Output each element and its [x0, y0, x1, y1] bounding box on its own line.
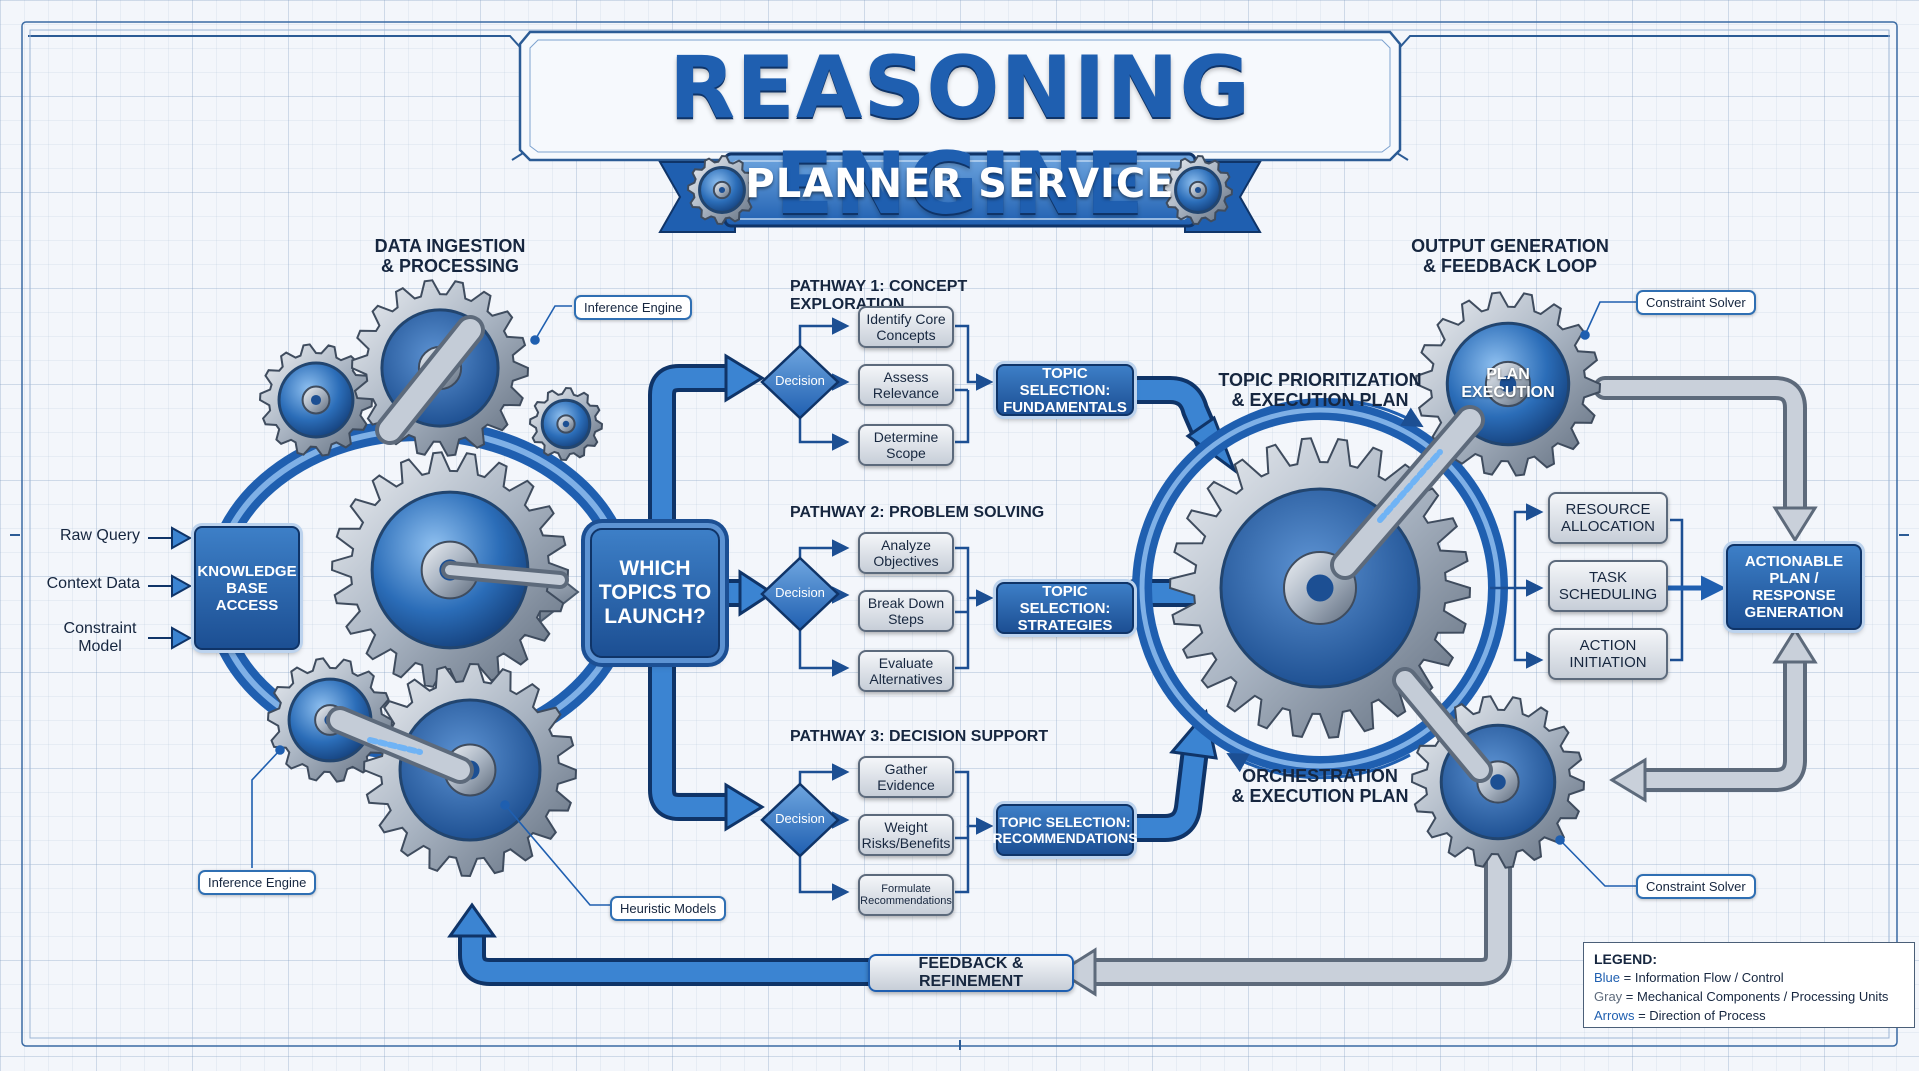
step-evaluate-alternatives: Evaluate Alternatives	[858, 650, 954, 692]
callout-constraint-solver-top: Constraint Solver	[1636, 290, 1756, 315]
section-orchestration: ORCHESTRATION & EXECUTION PLAN	[1231, 766, 1409, 807]
input-context-data: Context Data	[46, 575, 140, 592]
legend-blue-row: Blue = Information Flow / Control	[1594, 969, 1904, 988]
step-break-down-steps: Break Down Steps	[858, 590, 954, 632]
gear-bottom-left	[266, 657, 394, 783]
step-formulate-recommendations: Formulate Recommendations	[858, 874, 954, 916]
topic-selection-strategies: TOPIC SELECTION: STRATEGIES	[996, 582, 1134, 634]
legend-gray-text: = Mechanical Components / Processing Uni…	[1622, 989, 1889, 1005]
callout-inference-engine-top: Inference Engine	[574, 295, 693, 320]
legend: LEGEND: Blue = Information Flow / Contro…	[1583, 942, 1915, 1028]
legend-arrows-text: = Direction of Process	[1634, 1007, 1766, 1023]
topic-selection-recommendations: TOPIC SELECTION: RECOMMENDATIONS	[992, 804, 1138, 856]
page-title: REASONING ENGINE	[668, 38, 1252, 235]
action-initiation-node: ACTION INITIATION	[1548, 628, 1668, 680]
input-constraint-model: Constraint Model	[63, 620, 137, 655]
legend-blue-text: = Information Flow / Control	[1620, 970, 1784, 986]
legend-arrows-row: Arrows = Direction of Process	[1594, 1007, 1904, 1026]
step-gather-evidence: Gather Evidence	[858, 756, 954, 798]
title-banner	[518, 30, 1402, 162]
decision-diamonds	[760, 344, 840, 858]
piston-arms-right	[1330, 405, 1493, 783]
step-weight-risks-benefits: Weight Risks/Benefits	[858, 814, 954, 856]
step-analyze-objectives: Analyze Objectives	[858, 532, 954, 574]
ribbon-gear-right	[1162, 154, 1234, 226]
legend-gray-row: Gray = Mechanical Components / Processin…	[1594, 988, 1904, 1007]
input-raw-query: Raw Query	[59, 527, 140, 544]
step-identify-core-concepts: Identify Core Concepts	[858, 306, 954, 348]
callout-inference-engine-bottom: Inference Engine	[198, 870, 317, 895]
pathway-2-title: PATHWAY 2: PROBLEM SOLVING	[790, 504, 1045, 521]
resource-allocation-node: RESOURCE ALLOCATION	[1548, 492, 1668, 544]
which-topics-hub: WHICH TOPICS TO LAUNCH?	[590, 528, 720, 658]
legend-gray-key: Gray	[1594, 989, 1623, 1005]
pathway-3-title: PATHWAY 3: DECISION SUPPORT	[790, 728, 1049, 745]
topic-selection-fundamentals: TOPIC SELECTION: FUNDAMENTALS	[996, 364, 1134, 416]
knowledge-base-access-node: KNOWLEDGE BASE ACCESS	[194, 526, 300, 650]
task-scheduling-node: TASK SCHEDULING	[1548, 560, 1668, 612]
gear-top-right-small	[528, 386, 604, 462]
plan-execution-label: PLAN EXECUTION	[1461, 366, 1555, 401]
step-assess-relevance: Assess Relevance	[858, 364, 954, 406]
ribbon-gear-left	[686, 154, 758, 226]
gear-top-left-small	[258, 343, 374, 457]
legend-arrows-key: Arrows	[1594, 1007, 1635, 1023]
page-subtitle: PLANNER SERVICE	[745, 161, 1175, 207]
actionable-plan-output-node: ACTIONABLE PLAN / RESPONSE GENERATION	[1726, 544, 1862, 630]
frame-ticks	[10, 534, 1909, 1050]
callout-constraint-solver-bottom: Constraint Solver	[1636, 874, 1756, 899]
section-output: OUTPUT GENERATION & FEEDBACK LOOP	[1411, 236, 1609, 277]
section-prioritization: TOPIC PRIORITIZATION & EXECUTION PLAN	[1218, 370, 1422, 411]
legend-title: LEGEND:	[1594, 951, 1657, 967]
decision-2-label: Decision	[775, 585, 825, 600]
feedback-refinement-node: FEEDBACK & REFINEMENT	[868, 954, 1074, 992]
piston-arms-left	[326, 315, 569, 784]
decision-3-label: Decision	[775, 811, 825, 826]
callout-heuristic-models: Heuristic Models	[610, 896, 727, 921]
section-ingestion: DATA INGESTION & PROCESSING	[374, 236, 526, 277]
step-determine-scope: Determine Scope	[858, 424, 954, 466]
decision-1-label: Decision	[775, 373, 825, 388]
callout-leaders	[251, 301, 1636, 906]
legend-blue-key: Blue	[1594, 970, 1621, 986]
